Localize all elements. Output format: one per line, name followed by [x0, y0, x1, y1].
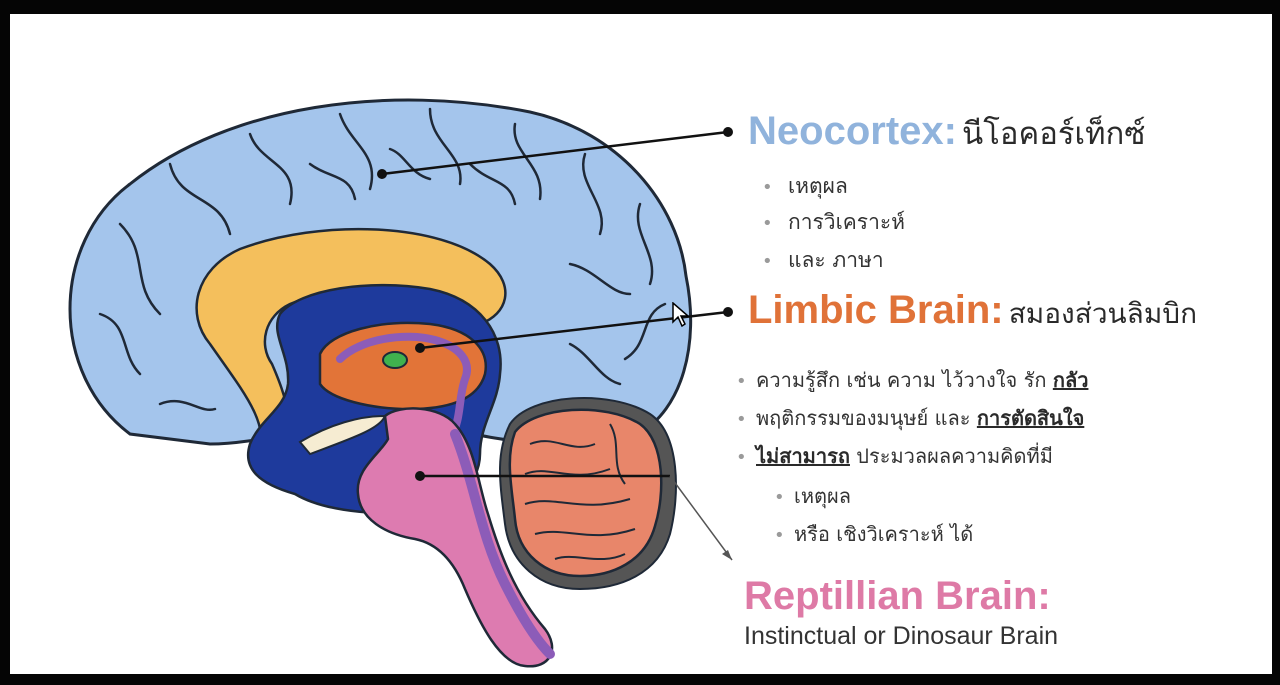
neocortex-thai-title: นีโอคอร์เท็กซ์ — [962, 116, 1146, 152]
neocortex-leader-dot-end — [723, 127, 733, 137]
reptilian-arrowhead — [722, 550, 732, 560]
limbic-item: •ความรู้สึก เช่น ความ ไว้วางใจ รัก กลัว — [736, 368, 1089, 392]
slide: Neocortex: นีโอคอร์เท็กซ์ •เหตุผล •การวิ… — [10, 14, 1272, 674]
mouse-cursor-icon — [672, 302, 690, 328]
amygdala-dot — [382, 351, 408, 369]
reptilian-subtitle: Instinctual or Dinosaur Brain — [744, 622, 1059, 650]
cerebellum — [508, 408, 663, 578]
cerebellum-folds — [524, 423, 636, 561]
bullet-icon: • — [774, 487, 785, 508]
neocortex-leader-dot-start — [377, 169, 387, 179]
neocortex-leader — [381, 130, 729, 176]
limbic-thai-title: สมองส่วนลิมบิก — [1008, 297, 1198, 330]
limbic-subitem: •หรือ เชิงวิเคราะห์ ได้ — [774, 522, 974, 546]
reptilian-title: Reptillian Brain: — [744, 574, 1051, 618]
bullet-icon: • — [762, 213, 773, 234]
brainstem-stripe — [450, 429, 555, 659]
neocortex-heading: Neocortex: นีโอคอร์เท็กซ์ — [748, 108, 1145, 158]
limbic-item: •พฤติกรรมของมนุษย์ และ การตัดสินใจ — [736, 406, 1085, 430]
bullet-icon: • — [774, 525, 785, 546]
bullet-icon: • — [762, 251, 773, 272]
limbic-heading: Limbic Brain: สมองส่วนลิมบิก — [748, 288, 1197, 336]
reptilian-arrow-line — [669, 475, 733, 561]
neocortex-item: •การวิเคราะห์ — [762, 210, 905, 234]
bullet-icon: • — [736, 371, 747, 392]
limbic-leader-dot-end — [723, 307, 733, 317]
limbic-subitem: •เหตุผล — [774, 484, 851, 508]
brainstem — [356, 407, 554, 668]
limbic-leader-dot-start — [415, 343, 425, 353]
limbic-item: •ไม่สามารถ ประมวลผลความคิดที่มี — [736, 444, 1053, 468]
neocortex-item: •และ ภาษา — [762, 248, 884, 272]
reptilian-leader-dot — [415, 471, 425, 481]
limbic-title: Limbic Brain: — [748, 288, 1004, 332]
bullet-icon: • — [736, 447, 747, 468]
brain-diagram — [68, 98, 733, 668]
bullet-icon: • — [762, 177, 773, 198]
neocortex-item: •เหตุผล — [762, 174, 848, 198]
bullet-icon: • — [736, 409, 747, 430]
neocortex-title: Neocortex: — [748, 109, 957, 153]
cortex-folds — [98, 107, 667, 412]
